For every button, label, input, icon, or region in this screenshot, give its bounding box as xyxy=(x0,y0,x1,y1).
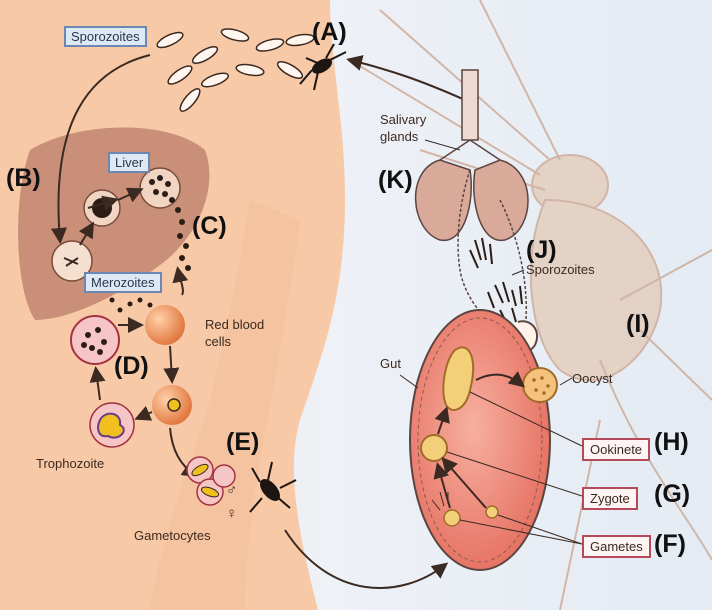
stage-letter-g: (G) xyxy=(654,480,690,509)
label-salivary-glands: Salivary glands xyxy=(380,111,426,145)
label-sporozoites-top: Sporozoites xyxy=(64,26,147,47)
ring-form xyxy=(168,399,180,411)
female-symbol: ♀ xyxy=(226,505,237,522)
stage-letter-h: (H) xyxy=(654,428,689,457)
stage-letter-k: (K) xyxy=(378,166,413,195)
zygote-cell xyxy=(421,435,447,461)
stage-letter-f: (F) xyxy=(654,530,686,559)
label-ookinete: Ookinete xyxy=(582,438,650,461)
label-gametes: Gametes xyxy=(582,535,651,558)
stage-letter-j: (J) xyxy=(526,236,557,265)
label-red-blood-cells: Red blood cells xyxy=(205,316,264,350)
gamete-female xyxy=(444,510,460,526)
stage-letter-b: (B) xyxy=(6,164,41,193)
rbc-rupturing xyxy=(71,316,119,364)
stage-letter-a: (A) xyxy=(312,18,347,47)
stage-letter-c: (C) xyxy=(192,212,227,241)
red-blood-cell xyxy=(145,305,185,345)
gamete-male xyxy=(486,506,498,518)
label-liver: Liver xyxy=(108,152,150,173)
label-trophozoite: Trophozoite xyxy=(36,456,104,471)
label-oocyst: Oocyst xyxy=(572,371,612,386)
male-symbol: ♂ xyxy=(226,482,237,499)
stage-letter-d: (D) xyxy=(114,352,149,381)
label-merozoites: Merozoites xyxy=(84,272,162,293)
oocyst-cell xyxy=(523,368,557,402)
label-zygote: Zygote xyxy=(582,487,638,510)
label-gut: Gut xyxy=(380,356,401,371)
stage-letter-e: (E) xyxy=(226,428,259,457)
label-gametocytes: Gametocytes xyxy=(134,528,211,543)
stage-letter-i: (I) xyxy=(626,310,650,339)
